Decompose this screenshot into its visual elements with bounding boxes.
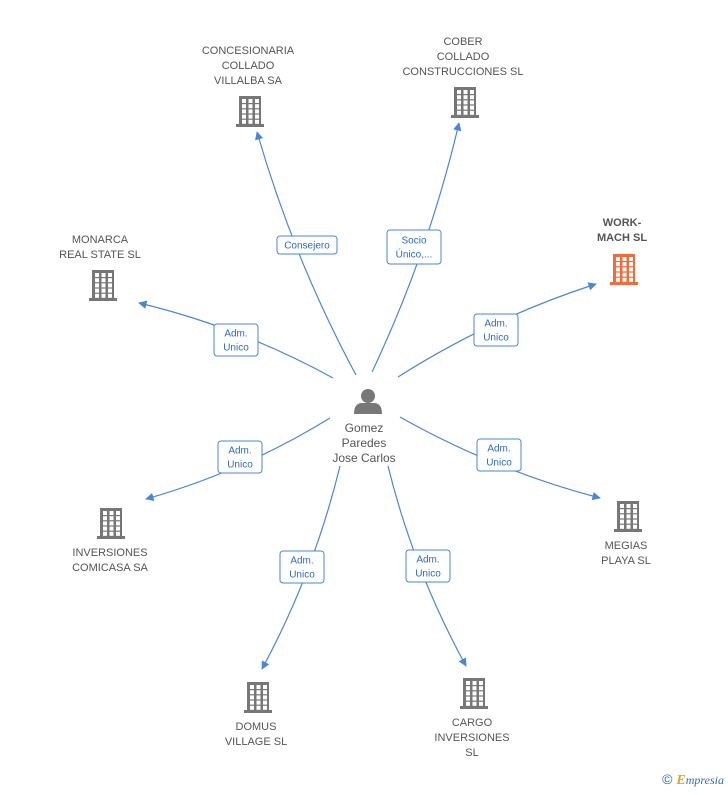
company-name-megias-line-1: MEGIAS (605, 540, 648, 552)
company-name-workmach-line-2: MACH SL (597, 232, 647, 244)
edge-domus: Adm. Unico (261, 465, 341, 670)
edge-workmach: Adm. Unico (397, 282, 597, 378)
relation-text-line-1: Adm. (224, 329, 247, 340)
edge-concesionaria: Consejero (255, 131, 357, 376)
company-name-megias-line-2: PLAYA SL (601, 555, 651, 567)
relation-badge-megias[interactable]: Adm. Unico (476, 438, 522, 472)
relation-badge-concesionaria[interactable]: Consejero (276, 235, 338, 255)
building-icon[interactable] (460, 678, 488, 709)
relation-text-line-1: Adm. (290, 556, 313, 567)
relation-text-line-2: Unico (483, 333, 509, 344)
company-node-workmach[interactable]: WORK- MACH SL (597, 217, 647, 285)
company-name-monarca-line-1: MONARCA (72, 234, 129, 246)
company-node-comicasa[interactable]: INVERSIONES COMICASA SA (72, 508, 149, 574)
relation-text-line-1: Adm. (484, 319, 507, 330)
building-icon[interactable] (614, 501, 642, 532)
company-name-comicasa-line-2: COMICASA SA (72, 562, 148, 574)
relation-badge-box (405, 549, 451, 583)
relation-badge-box (279, 550, 325, 584)
relation-text-line-2: Unico (227, 460, 253, 471)
edge-comicasa: Adm. Unico (145, 417, 331, 501)
relation-text-line-1: Adm. (487, 444, 510, 455)
company-name-concesionaria-line-1: CONCESIONARIA (202, 45, 295, 57)
empresia-logo[interactable]: ©Empresia (662, 771, 724, 789)
company-name-cober-line-1: COBER (443, 36, 482, 48)
relation-badge-box (213, 323, 259, 357)
person-name-line-3: Jose Carlos (332, 451, 395, 465)
relation-text-line-2: Único,... (396, 248, 433, 261)
company-name-comicasa-line-1: INVERSIONES (72, 547, 147, 559)
copyright-symbol: © (662, 771, 673, 787)
company-node-cargo[interactable]: CARGO INVERSIONES SL (434, 678, 510, 759)
edge-megias: Adm. Unico (399, 416, 601, 501)
company-node-megias[interactable]: MEGIAS PLAYA SL (601, 501, 651, 567)
company-name-cober-line-2: COLLADO (437, 51, 490, 63)
company-name-cargo-line-3: SL (465, 747, 478, 759)
edge-cober: SocioÚnico,... (371, 122, 462, 373)
edge-cargo: Adm. Unico (387, 465, 467, 667)
person-icon (354, 389, 382, 414)
relation-badge-box (386, 229, 442, 265)
company-name-cober-line-3: CONSTRUCCIONES SL (402, 66, 523, 78)
relation-badge-box (217, 440, 263, 474)
company-name-domus-line-1: DOMUS (236, 721, 277, 733)
relation-text-line-2: Unico (223, 343, 249, 354)
building-icon[interactable] (97, 508, 125, 539)
person-name-line-2: Paredes (342, 436, 387, 450)
relation-badge-cargo[interactable]: Adm. Unico (405, 549, 451, 583)
relation-badge-workmach[interactable]: Adm. Unico (473, 313, 519, 347)
relation-badge-cober[interactable]: SocioÚnico,... (386, 229, 442, 265)
relation-text-line-1: Socio (401, 236, 426, 247)
relation-text-line-1: Adm. (228, 446, 251, 457)
relation-badge-box (276, 235, 338, 255)
company-node-monarca[interactable]: MONARCA REAL STATE SL (59, 234, 141, 301)
company-name-monarca-line-2: REAL STATE SL (59, 249, 141, 261)
company-name-concesionaria-line-3: VILLALBA SA (214, 75, 283, 87)
relation-badge-box (476, 438, 522, 472)
edge-line-concesionaria (255, 131, 357, 376)
person-name-line-1: Gomez (345, 421, 384, 435)
relation-text-line-2: Unico (415, 569, 441, 580)
company-name-cargo-line-1: CARGO (452, 717, 493, 729)
edge-monarca: Adm. Unico (138, 300, 334, 379)
company-node-domus[interactable]: DOMUS VILLAGE SL (225, 682, 287, 748)
relation-text-line-1: Adm. (416, 555, 439, 566)
company-name-concesionaria-line-2: COLLADO (222, 60, 275, 72)
building-icon[interactable] (236, 96, 264, 127)
company-node-cober[interactable]: COBER COLLADO CONSTRUCCIONES SL (402, 36, 524, 118)
building-icon[interactable] (451, 87, 479, 118)
relation-badge-comicasa[interactable]: Adm. Unico (217, 440, 263, 474)
brand-name: mpresia (685, 773, 724, 787)
relation-badge-monarca[interactable]: Adm. Unico (213, 323, 259, 357)
building-icon[interactable] (244, 682, 272, 713)
building-icon[interactable] (610, 254, 638, 285)
company-name-cargo-line-2: INVERSIONES (434, 732, 509, 744)
relation-text-line-2: Unico (486, 458, 512, 469)
relation-text-line-1: Consejero (284, 241, 330, 252)
relation-badge-box (473, 313, 519, 347)
relation-badge-domus[interactable]: Adm. Unico (279, 550, 325, 584)
building-icon[interactable] (89, 270, 117, 301)
brand-initial: E (676, 773, 686, 788)
company-name-domus-line-2: VILLAGE SL (225, 736, 287, 748)
company-name-workmach-line-1: WORK- (603, 217, 642, 229)
relation-text-line-2: Unico (289, 570, 315, 581)
company-node-concesionaria[interactable]: CONCESIONARIA COLLADO VILLALBA SA (202, 45, 295, 127)
